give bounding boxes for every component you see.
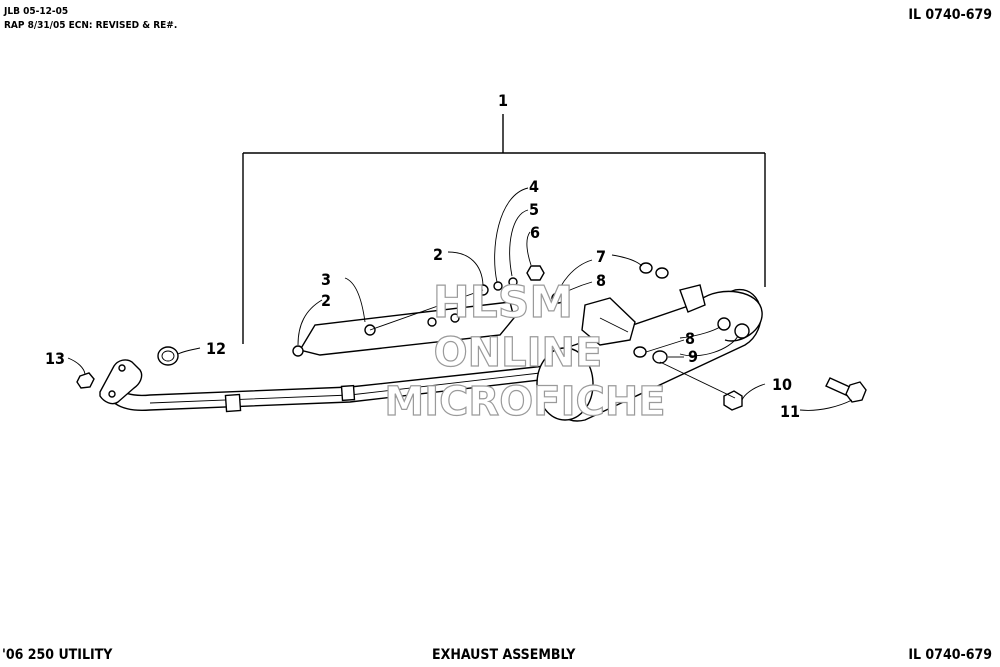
- callout-2-upper: 2: [433, 245, 443, 264]
- callout-13: 13: [45, 349, 65, 368]
- washer-8-lower: [633, 346, 647, 358]
- washer-8-upper: [655, 267, 669, 279]
- watermark-line2: ONLINE: [434, 330, 603, 376]
- revision-note: RAP 8/31/05 ECN: REVISED & RE#.: [4, 20, 178, 31]
- callout-5: 5: [529, 200, 539, 219]
- assembly-bracket: [242, 114, 766, 344]
- hardware: [76, 262, 867, 411]
- callout-11: 11: [780, 402, 800, 421]
- screw-part: [493, 281, 503, 291]
- callout-2-lower: 2: [321, 291, 331, 310]
- drawing-date: JLB 05-12-05: [4, 6, 69, 17]
- callout-10: 10: [772, 375, 792, 394]
- callout-8-upper: 8: [596, 271, 606, 290]
- callout-numbers: 1 2 3 2 4 5 6 7 8 8 9 10 11 12 13: [45, 91, 800, 421]
- nut-10: [723, 390, 743, 411]
- illustration-code-top: IL 0740-679: [908, 7, 992, 23]
- head-pipe: [99, 359, 547, 413]
- washer-9-right: [734, 323, 750, 339]
- washer-9-lower: [652, 350, 668, 364]
- callout-3: 3: [321, 270, 331, 289]
- leader-lines: [67, 187, 853, 411]
- diagram-title: EXHAUST ASSEMBLY: [432, 647, 576, 663]
- callout-1: 1: [498, 91, 508, 110]
- callout-7: 7: [596, 247, 606, 266]
- watermark-line3: MICROFICHE: [384, 379, 665, 425]
- washer-8-right: [717, 317, 731, 331]
- gasket-12: [157, 346, 179, 366]
- callout-12: 12: [206, 339, 226, 358]
- nut-6: [526, 265, 545, 281]
- washer-7: [639, 262, 653, 274]
- watermark-line1: HLSM: [433, 277, 573, 328]
- illustration-code-bottom: IL 0740-679: [908, 647, 992, 663]
- watermark: HLSM ONLINE MICROFICHE: [384, 276, 666, 425]
- washer-5: [508, 277, 518, 287]
- callout-8-lower: 8: [685, 329, 695, 348]
- washer-2-lower: [292, 345, 304, 357]
- model-label: '06 250 UTILITY: [2, 647, 113, 663]
- callout-6: 6: [530, 223, 540, 242]
- nut-13: [76, 372, 95, 389]
- callout-4: 4: [529, 177, 539, 196]
- callout-9: 9: [688, 347, 698, 366]
- bolt-11-head: [845, 381, 867, 403]
